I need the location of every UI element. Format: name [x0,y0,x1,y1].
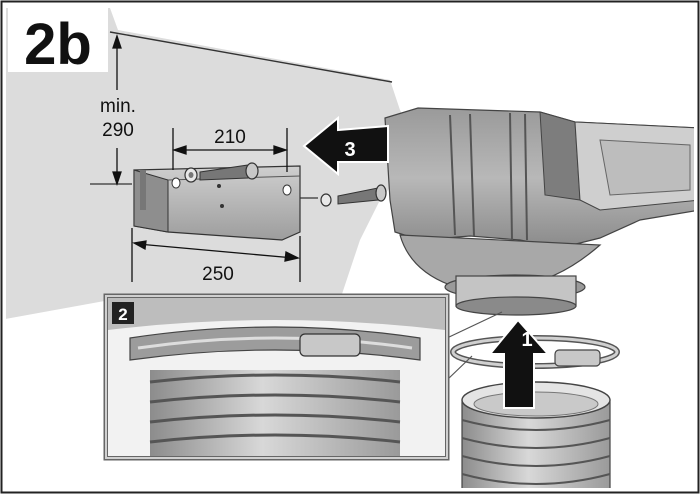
ceiling-line [109,31,393,83]
dimension-bracket-width [131,228,301,282]
inset-detail [103,293,450,461]
hood-body [384,107,694,316]
dimension-bracket-width-value: 250 [202,264,234,285]
dimension-height [112,33,122,187]
inset-leader-bottom [446,355,473,381]
dimension-height-value: 290 [102,120,134,141]
dimension-min-label: min. [100,96,136,117]
dimension-hole-spacing-value: 210 [214,127,246,148]
flexible-duct [461,381,611,488]
screw-right [300,184,387,207]
mounting-bracket [133,165,301,241]
arrow-up [487,318,551,409]
arrow-left [302,115,389,177]
step-1-label: 1 [521,329,532,351]
screw-left [90,162,259,185]
dimension-hole-spacing [171,128,289,172]
step-label: 2b [24,12,92,77]
step-2-label: 2 [118,305,127,324]
inset-leader-top [446,311,503,339]
wall [6,8,420,319]
step-badge-bg [8,8,108,72]
step-3-label: 3 [344,139,355,161]
